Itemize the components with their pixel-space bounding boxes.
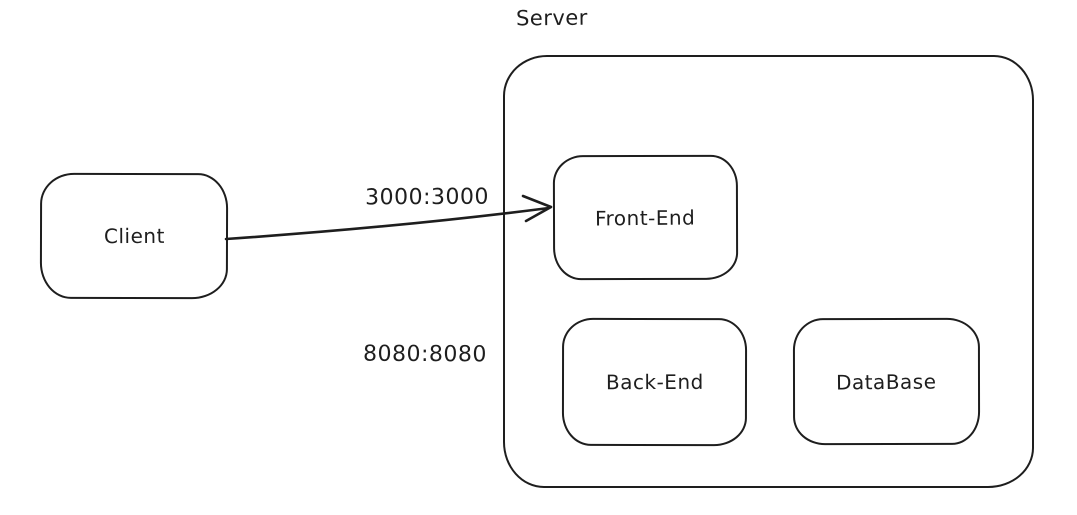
node-client: Client [39, 172, 229, 300]
node-database-label: DataBase [836, 369, 937, 394]
arrow-shaft [224, 206, 551, 241]
node-client-label: Client [103, 223, 165, 249]
node-back-end-label: Back-End [605, 369, 704, 395]
server-group-label: Server [515, 5, 588, 31]
node-database: DataBase [792, 317, 981, 446]
port-label-8080: 8080:8080 [362, 341, 488, 368]
node-back-end: Back-End [561, 317, 748, 447]
node-front-end: Front-End [552, 154, 739, 281]
arrow-label-3000: 3000:3000 [364, 184, 490, 211]
node-front-end-label: Front-End [595, 205, 696, 230]
